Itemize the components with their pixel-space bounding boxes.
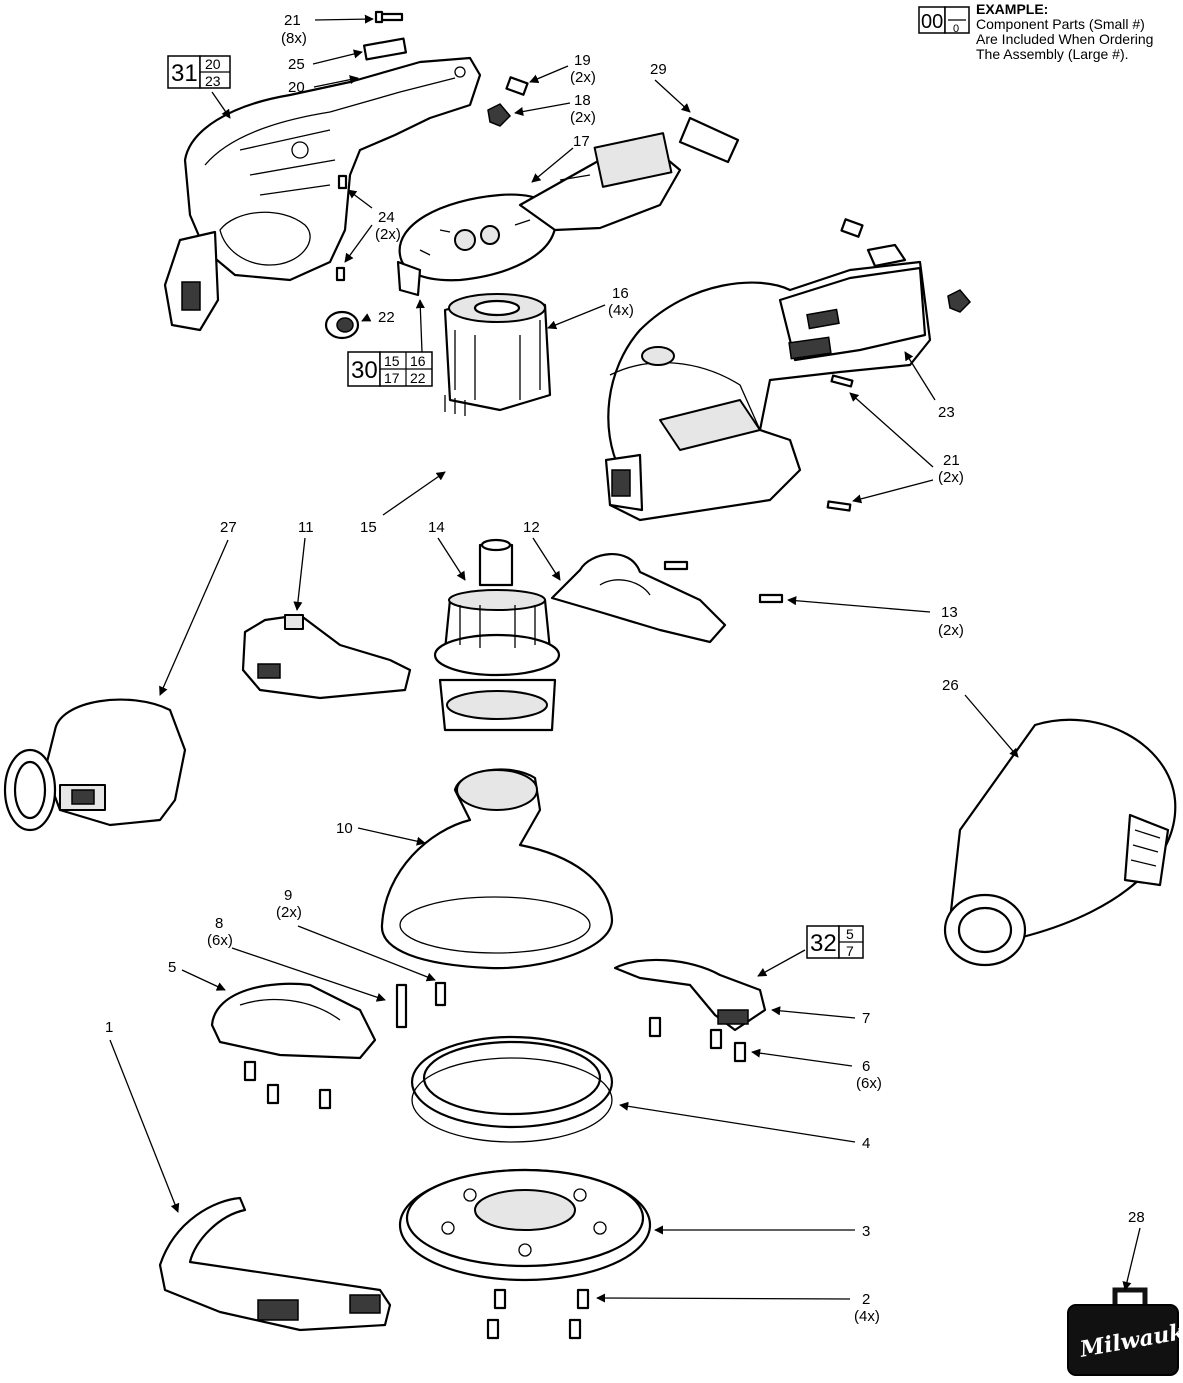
assembly-32-part-a: 5 [846, 926, 854, 942]
label-7: 7 [862, 1010, 870, 1027]
label-28: 28 [1128, 1209, 1145, 1226]
label-10: 10 [336, 820, 353, 837]
label-17: 17 [573, 133, 590, 150]
label-13: 13 [941, 604, 958, 621]
part-24-pin-b [335, 266, 346, 282]
part-1-bumper [158, 1196, 392, 1332]
assembly-31-part-a: 20 [205, 56, 221, 72]
assembly-30-part-a: 15 [384, 353, 400, 369]
label-27: 27 [220, 519, 237, 536]
example-code-small: 0 [953, 23, 959, 34]
label-29: 29 [650, 61, 667, 78]
label-8-qty: (6x) [207, 932, 233, 949]
part-19-pin [505, 76, 529, 96]
label-24-qty: (2x) [375, 226, 401, 243]
assembly-box-30: 30 15 16 17 22 [347, 351, 433, 387]
label-23: 23 [938, 404, 955, 421]
part-3-pad [398, 1168, 652, 1282]
part-10-shroud [380, 768, 614, 970]
example-code-box: 00 0 [918, 6, 970, 34]
part-13-screws [663, 560, 784, 604]
part-5-piece [210, 982, 377, 1060]
label-9-qty: (2x) [276, 904, 302, 921]
assembly-32-id: 32 [810, 930, 837, 957]
label-11: 11 [298, 519, 314, 536]
part-27-dust-adapter [3, 698, 187, 832]
assembly-32-part-b: 7 [846, 943, 854, 959]
part-18-knob-b [947, 289, 972, 313]
leader-lines [109, 14, 1141, 1303]
label-3: 3 [862, 1223, 870, 1240]
part-28-carrying-case: Milwaukee [1067, 1287, 1183, 1376]
label-21-side-qty: (2x) [938, 469, 964, 486]
label-9: 9 [284, 887, 292, 904]
label-6: 6 [862, 1058, 870, 1075]
label-1: 1 [105, 1019, 113, 1036]
label-24: 24 [378, 209, 395, 226]
part-17-circuit-board [396, 132, 682, 297]
assembly-31-id: 31 [171, 60, 198, 87]
label-20: 20 [288, 79, 305, 96]
label-19: 19 [574, 52, 591, 69]
label-13-qty: (2x) [938, 622, 964, 639]
part-6-screws-left [243, 1060, 332, 1110]
label-16-qty: (4x) [608, 302, 634, 319]
assembly-31-part-b: 23 [205, 73, 221, 89]
assembly-30-part-b: 16 [410, 353, 426, 369]
label-2-qty: (4x) [854, 1308, 880, 1325]
label-15: 15 [360, 519, 377, 536]
label-2: 2 [862, 1291, 870, 1308]
part-26-dust-canister [943, 718, 1177, 967]
assembly-30-id: 30 [351, 357, 378, 384]
label-5: 5 [168, 959, 176, 976]
part-6-screws-right [648, 1016, 747, 1063]
label-21-top-qty: (8x) [281, 30, 307, 47]
label-18-qty: (2x) [570, 109, 596, 126]
label-12: 12 [523, 519, 540, 536]
assembly-30-part-c: 17 [384, 370, 400, 386]
label-4: 4 [862, 1135, 870, 1152]
label-19-qty: (2x) [570, 69, 596, 86]
label-21-top: 21 [284, 12, 301, 29]
part-23-main-housing [604, 243, 932, 522]
part-18-knob [487, 103, 512, 127]
example-line-2: Are Included When Ordering [976, 31, 1154, 47]
part-14-motor-fan [433, 538, 561, 732]
part-4-ring [410, 1035, 614, 1143]
label-8: 8 [215, 915, 223, 932]
assembly-30-part-d: 22 [410, 370, 426, 386]
label-22: 22 [378, 309, 395, 326]
example-line-3: The Assembly (Large #). [976, 46, 1129, 62]
assembly-box-31: 31 20 23 [167, 55, 231, 89]
label-16: 16 [612, 285, 629, 302]
label-25: 25 [288, 56, 305, 73]
part-2-screws [486, 1288, 590, 1340]
label-26: 26 [942, 677, 959, 694]
assembly-box-32: 32 5 7 [806, 925, 864, 959]
part-19-pin-b [840, 218, 864, 238]
part-21-screws-side [826, 374, 854, 512]
part-7-piece [613, 958, 767, 1032]
label-18: 18 [574, 92, 591, 109]
label-14: 14 [428, 519, 445, 536]
part-8-screw [395, 983, 408, 1029]
part-25-label [362, 37, 408, 61]
part-15-stator [443, 293, 552, 416]
part-11-shroud-piece [241, 613, 412, 700]
part-24-pin-a [337, 174, 348, 190]
label-6-qty: (6x) [856, 1075, 882, 1092]
label-21-side: 21 [943, 452, 960, 469]
example-code-big: 00 [921, 11, 943, 33]
part-29-label [678, 116, 740, 164]
part-22-knob [324, 310, 360, 340]
example-line-1: Component Parts (Small #) [976, 16, 1145, 32]
part-20-housing-half [163, 56, 482, 332]
part-9-screw [434, 981, 447, 1007]
part-12-baffle [550, 553, 727, 644]
part-21-screw-top [374, 10, 404, 24]
example-title: EXAMPLE: [976, 1, 1049, 17]
